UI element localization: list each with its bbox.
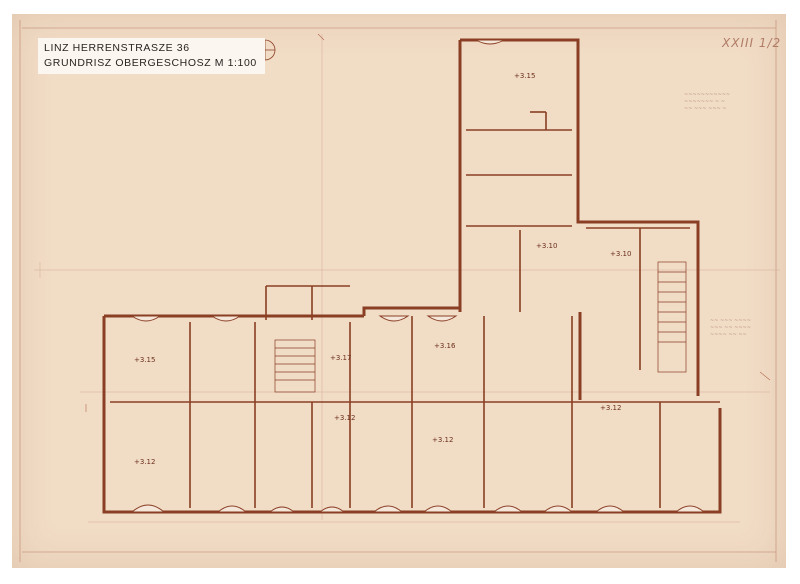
pencil-note: ~~ ~~~ ~~~~~~~ ~~ ~~~~~~~~ ~~ ~~ [710,318,751,338]
room-level-label: +3.12 [432,436,454,444]
room-level-label: +3.17 [330,354,352,362]
room-level-label: +3.10 [536,242,558,250]
dimension-lines [34,34,780,523]
main-walls [102,38,722,514]
room-level-label: +3.15 [134,356,156,364]
pencil-note: ~~~~~~~~~~~~~~~~~~ ~ ~~~ ~~~ ~~~ ~ [684,92,731,112]
border-lines [19,20,777,562]
room-level-label: +3.15 [514,72,536,80]
room-level-label: +3.10 [610,250,632,258]
window-bays [130,39,706,513]
drawing-sheet [12,14,786,568]
sheet-number: XXIII 1/2 [722,36,782,50]
staircase-icon [274,261,687,393]
interior-walls [110,111,720,508]
title-block: LINZ HERRENSTRASZE 36 GRUNDRISZ OBERGESC… [38,38,265,74]
title-line-2: GRUNDRISZ OBERGESCHOSZ M 1:100 [44,57,257,69]
room-level-label: +3.12 [134,458,156,466]
section-markers [85,33,771,412]
room-level-label: +3.16 [434,342,456,350]
room-level-label: +3.12 [600,404,622,412]
room-level-label: +3.12 [334,414,356,422]
title-line-1: LINZ HERRENSTRASZE 36 [44,42,190,54]
